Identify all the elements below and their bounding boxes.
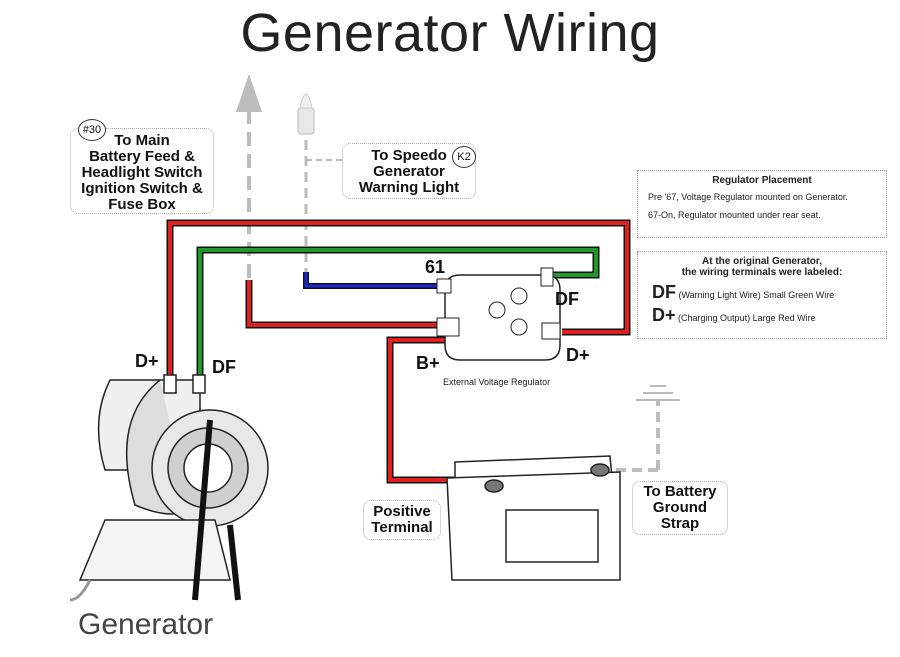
warning-light-bulb-icon bbox=[297, 93, 315, 135]
terminal-df-label: DF bbox=[555, 289, 579, 309]
terminal-info-box: At the original Generator, the wiring te… bbox=[637, 251, 887, 339]
ground-symbol-icon bbox=[636, 385, 680, 401]
main-feed-callout: To Main Battery Feed & Headlight Switch … bbox=[70, 128, 214, 214]
terminal-b-plus-label: B+ bbox=[416, 353, 440, 373]
badge-k2: K2 bbox=[452, 146, 476, 168]
speedo-dashed-line bbox=[304, 140, 342, 272]
terminal-d-plus bbox=[541, 322, 561, 340]
terminal-b-plus bbox=[436, 317, 460, 337]
regulator-placement-box: Regulator Placement Pre '67, Voltage Reg… bbox=[637, 170, 887, 238]
terminal-61 bbox=[436, 278, 452, 294]
regulator-caption: External Voltage Regulator bbox=[443, 377, 551, 387]
generator-label: Generator bbox=[78, 608, 214, 641]
main-feed-dashed-line bbox=[236, 74, 262, 320]
voltage-regulator-body bbox=[436, 267, 561, 361]
badge-30: #30 bbox=[78, 119, 106, 141]
battery-icon bbox=[446, 455, 621, 581]
positive-terminal-callout: Positive Terminal bbox=[363, 500, 441, 540]
arrow-up-icon bbox=[236, 74, 262, 112]
generator-d-plus-label: D+ bbox=[135, 351, 159, 371]
blue-61-wire bbox=[303, 272, 440, 289]
terminal-d-plus-label: D+ bbox=[566, 345, 590, 365]
red-battery-wire bbox=[386, 336, 492, 484]
terminal-61-label: 61 bbox=[425, 257, 446, 277]
generator-icon bbox=[69, 374, 269, 602]
diagram-title: Generator Wiring bbox=[240, 3, 660, 63]
terminal-df bbox=[540, 267, 554, 287]
generator-df-label: DF bbox=[212, 357, 236, 377]
ground-strap-callout: To Battery Ground Strap bbox=[632, 481, 728, 535]
